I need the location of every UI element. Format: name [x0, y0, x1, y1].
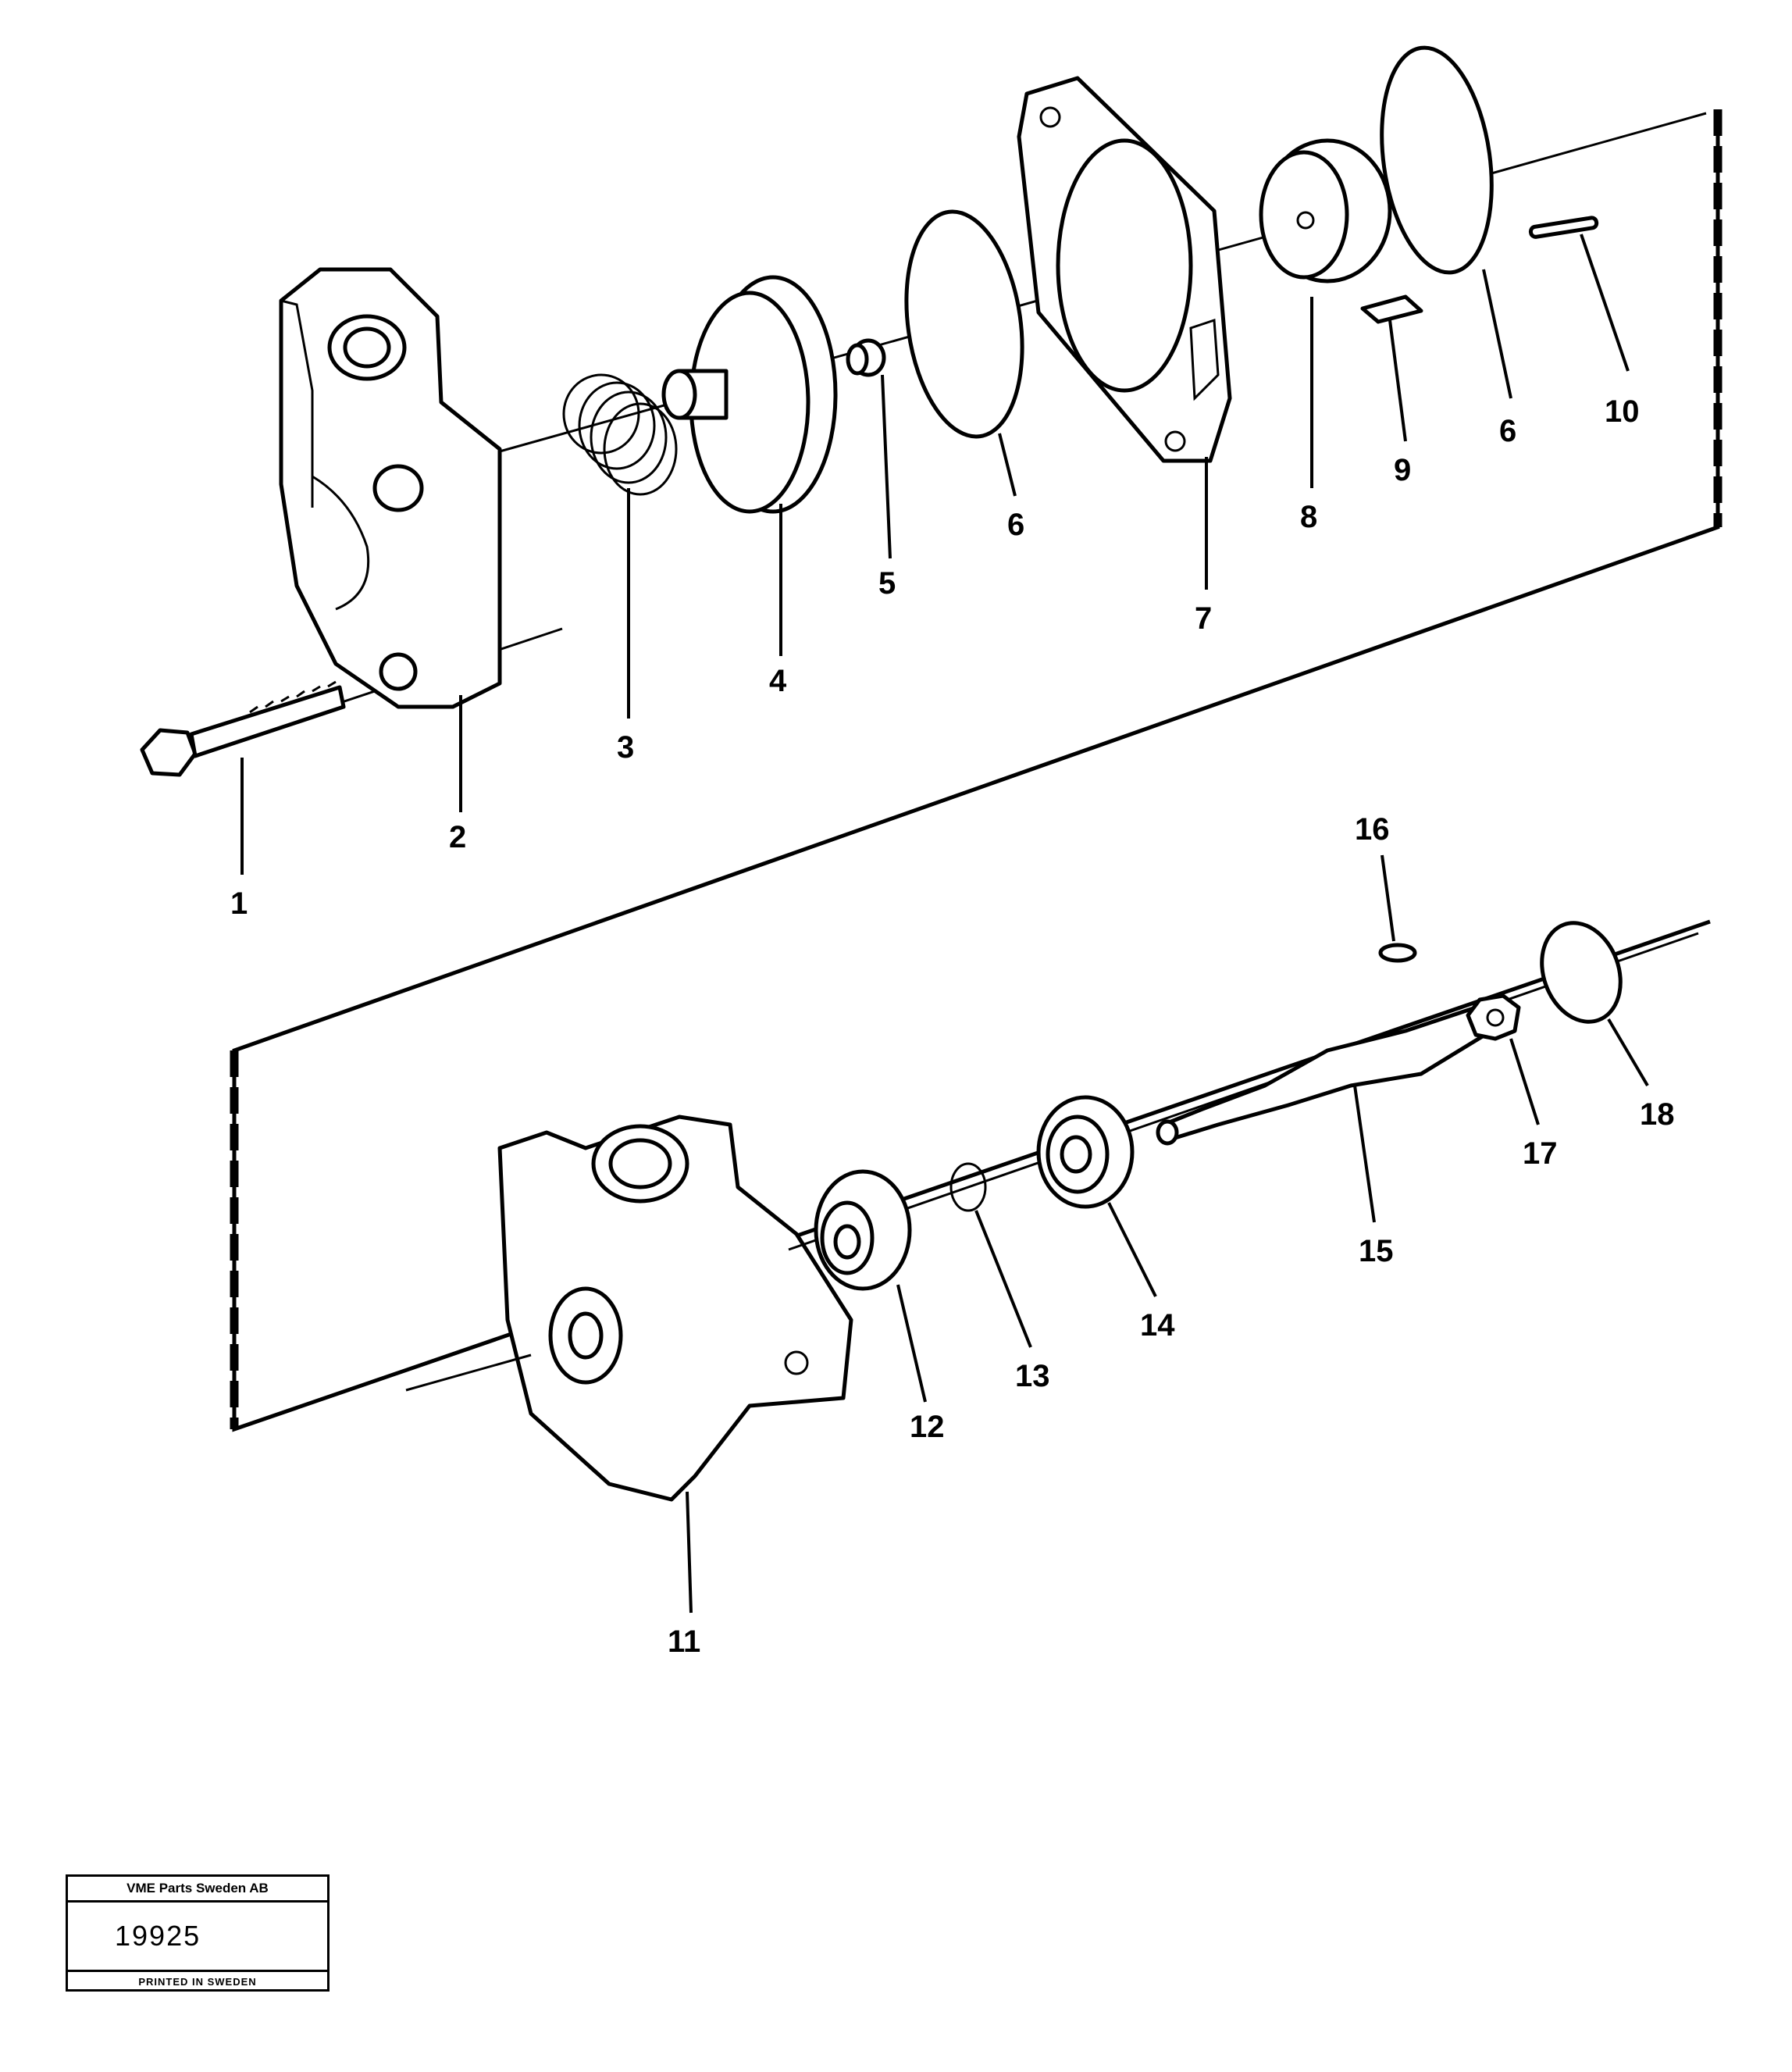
part-18-retaining-ring: [1540, 921, 1623, 1024]
callout-17: 17: [1523, 1136, 1558, 1171]
callout-18: 18: [1640, 1097, 1675, 1132]
callout-10: 10: [1605, 394, 1640, 429]
company-name: VME Parts Sweden AB: [68, 1877, 327, 1903]
part-14-bearing: [1036, 1095, 1135, 1209]
callout-4: 4: [769, 664, 787, 698]
part-5-sleeve: [846, 338, 886, 377]
callout-13: 13: [1015, 1359, 1050, 1393]
callout-12: 12: [910, 1410, 945, 1444]
callout-8: 8: [1300, 500, 1317, 534]
part-16-key: [1378, 943, 1417, 963]
callout-7: 7: [1195, 601, 1212, 636]
part-6-o-ring-right: [1380, 45, 1494, 275]
callout-6-left: 6: [1007, 508, 1024, 542]
callout-14: 14: [1140, 1308, 1175, 1343]
part-1-bolt: [140, 680, 346, 777]
part-9-vane: [1360, 294, 1423, 324]
callout-3: 3: [617, 730, 634, 765]
part-17-nut: [1466, 993, 1521, 1041]
part-11-pump-body: [405, 1114, 853, 1502]
callout-11: 11: [668, 1624, 700, 1659]
callout-9: 9: [1394, 453, 1411, 487]
callout-16: 16: [1355, 812, 1390, 847]
callout-1: 1: [230, 886, 248, 921]
part-3-spring: [562, 373, 678, 496]
part-8-rotor: [1259, 138, 1392, 284]
leader-lines: [240, 234, 1649, 1614]
part-7-cam-ring: [1017, 76, 1232, 463]
part-12-bearing: [814, 1169, 912, 1291]
callout-5: 5: [878, 566, 896, 601]
drawing-number: 19925: [115, 1920, 201, 1952]
callout-2: 2: [449, 820, 466, 854]
part-13-snap-ring: [949, 1162, 987, 1212]
printed-note: PRINTED IN SWEDEN: [68, 1970, 327, 1992]
callout-labels: 1 2 3 4 5 6 6 7 8 9 10 11 12 13 14 15 16…: [230, 394, 1675, 1659]
part-15-drive-shaft: [1156, 1005, 1494, 1146]
part-4-end-cover: [661, 275, 838, 514]
title-block: VME Parts Sweden AB 19925 PRINTED IN SWE…: [66, 1874, 330, 1992]
part-10-pin: [1528, 216, 1599, 239]
callout-6-right: 6: [1499, 414, 1516, 448]
part-6-o-ring-left: [904, 209, 1024, 439]
callout-15: 15: [1359, 1234, 1394, 1268]
part-2-valve-housing: [279, 267, 502, 709]
